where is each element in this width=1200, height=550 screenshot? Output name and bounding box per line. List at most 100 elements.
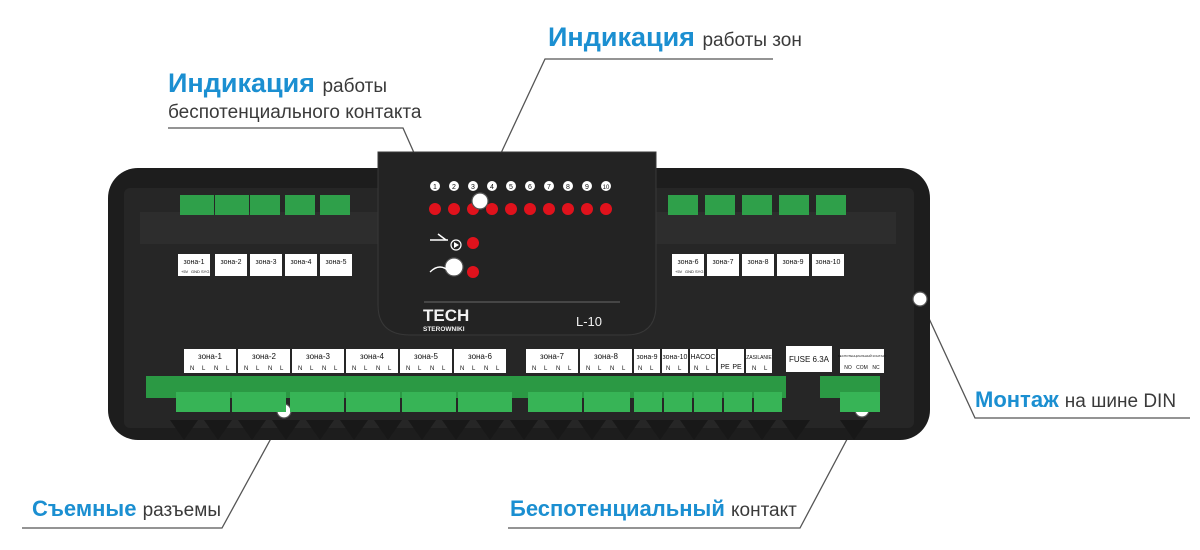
bottom-zone-label-2: зона-2: [252, 352, 277, 361]
svg-text:GND: GND: [685, 269, 694, 274]
top-terminals-left: [180, 195, 350, 215]
svg-text:+5V: +5V: [181, 269, 189, 274]
bottom-zone-label-3: зона-3: [306, 352, 331, 361]
callout-contact-keyword: Беспотенциальный: [510, 496, 725, 521]
callout-connectors-keyword: Съемные: [32, 496, 137, 521]
svg-text:N: N: [322, 366, 326, 372]
leader-contact: [508, 410, 863, 529]
svg-text:N: N: [610, 366, 614, 372]
svg-text:L: L: [622, 366, 626, 372]
svg-text:N: N: [752, 366, 756, 372]
led-number-badges: [430, 181, 611, 191]
svg-text:N: N: [298, 366, 302, 372]
svg-text:N: N: [666, 366, 670, 372]
leader-dot-contact-indication: [444, 257, 464, 277]
svg-text:L: L: [650, 366, 654, 372]
top-zone-label-3: зона-3: [255, 259, 276, 266]
svg-text:L: L: [764, 366, 768, 372]
svg-text:N: N: [406, 366, 410, 372]
top-zone-label-1: зона-1: [183, 259, 204, 266]
callout-din-text: на шине DIN: [1064, 391, 1177, 412]
led-number-5: 5: [509, 184, 513, 191]
svg-text:L: L: [496, 366, 500, 372]
svg-text:N: N: [376, 366, 380, 372]
brand-logo: TECH: [423, 306, 469, 325]
top-zone-label-7: зона-7: [712, 259, 733, 266]
svg-text:N: N: [190, 366, 194, 372]
top-zone-label-8: зона-8: [747, 259, 768, 266]
bottom-zone-label-6: зона-6: [468, 352, 493, 361]
svg-text:L: L: [334, 366, 338, 372]
svg-text:N: N: [352, 366, 356, 372]
callout-contact-indication-keyword: Индикация: [168, 68, 315, 98]
svg-text:GND: GND: [191, 269, 200, 274]
bottom-terminals: [176, 392, 880, 412]
callout-connectors-text: разъемы: [142, 500, 221, 521]
leader-connectors: [22, 410, 287, 529]
callout-din: Монтаж на шине DIN: [975, 387, 1176, 413]
led-number-1: 1: [433, 184, 437, 191]
svg-text:N: N: [532, 366, 536, 372]
svg-text:L: L: [202, 366, 206, 372]
svg-text:L: L: [544, 366, 548, 372]
contact-indicator-icons: [429, 233, 479, 278]
bottom-zone-label-4: зона-4: [360, 352, 385, 361]
callout-contact-indication-text: работы: [322, 76, 387, 97]
svg-text:L: L: [442, 366, 446, 372]
led-number-7: 7: [547, 184, 551, 191]
svg-text:SYG: SYG: [695, 269, 703, 274]
bottom-zone-label-5: зона-5: [414, 352, 439, 361]
top-zone-label-10: зона-10: [816, 259, 841, 266]
top-zone-label-5: зона-5: [325, 259, 346, 266]
leader-dot-zones: [471, 192, 489, 210]
callout-contact-indication-line2: беспотенциального контакта: [168, 102, 422, 123]
bottom-cable-teeth: [170, 420, 868, 440]
svg-text:N: N: [244, 366, 248, 372]
svg-text:L: L: [226, 366, 230, 372]
top-zone-label-9: зона-9: [782, 259, 803, 266]
callout-zones-keyword: Индикация: [548, 22, 695, 52]
svg-text:+5V: +5V: [675, 269, 683, 274]
callout-contact: Беспотенциальный контакт: [510, 496, 797, 522]
svg-text:N: N: [484, 366, 488, 372]
callout-din-keyword: Монтаж: [975, 387, 1059, 412]
contact-pin-com: COM: [856, 365, 868, 371]
callout-contact-text: контакт: [730, 500, 797, 521]
svg-text:L: L: [388, 366, 392, 372]
svg-text:L: L: [472, 366, 476, 372]
svg-text:L: L: [568, 366, 572, 372]
pe-label-2: PE: [732, 364, 742, 371]
svg-text:L: L: [598, 366, 602, 372]
contact-pin-no: NO: [844, 365, 852, 371]
bottom-zone-label-9: зона-9: [636, 354, 657, 361]
top-rail-right: [656, 212, 896, 244]
svg-text:L: L: [280, 366, 284, 372]
zone-led-row: [429, 203, 612, 215]
svg-text:N: N: [430, 366, 434, 372]
top-zone-label-6: зона-6: [677, 259, 698, 266]
svg-text:SYG: SYG: [201, 269, 209, 274]
contact-pin-nc: NC: [872, 365, 880, 371]
bottom-zone-label-1: зона-1: [198, 352, 223, 361]
led-number-8: 8: [566, 184, 570, 191]
top-zone-labels: [178, 254, 844, 276]
led-number-9: 9: [585, 184, 589, 191]
svg-text:N: N: [694, 366, 698, 372]
callout-zones-text: работы зон: [702, 30, 802, 51]
svg-text:L: L: [678, 366, 682, 372]
led-number-4: 4: [490, 184, 494, 191]
leader-din: [919, 298, 1190, 419]
svg-text:N: N: [268, 366, 272, 372]
top-rail: [140, 212, 380, 244]
svg-text:L: L: [310, 366, 314, 372]
bottom-zone-label-8: зона-8: [594, 352, 619, 361]
led-number-6: 6: [528, 184, 532, 191]
pump-label: НАСОС: [691, 354, 716, 361]
model-label: L-10: [576, 314, 602, 329]
callout-connectors: Съемные разъемы: [32, 496, 221, 522]
contact-caption: БЕСПОТЕНЦИАЛЬНЫЙ КОНТАКТ: [838, 354, 887, 358]
leader-dot-din: [912, 291, 928, 307]
